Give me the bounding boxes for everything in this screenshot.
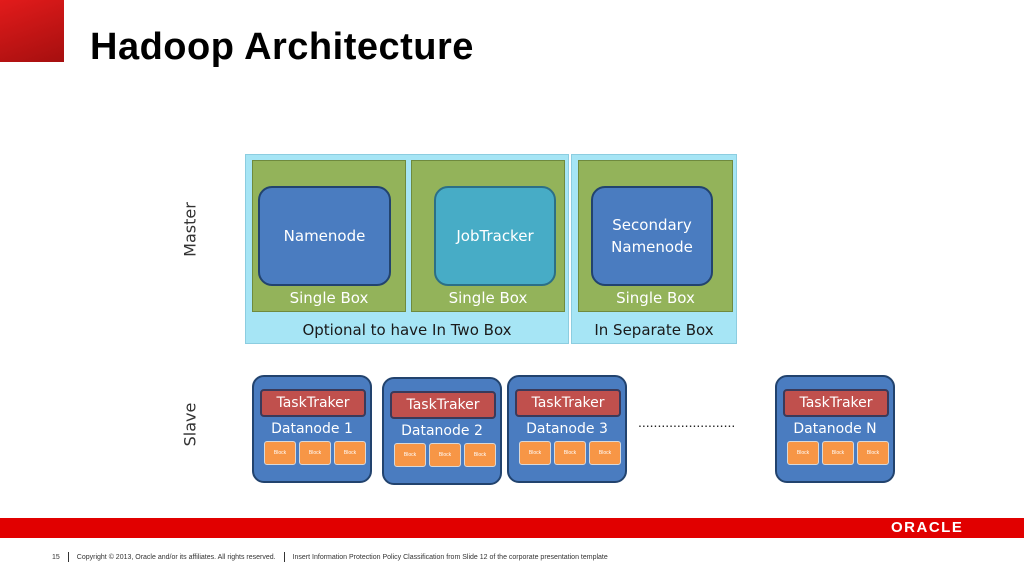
datanode-1: TaskTraker Datanode 1 Block Block Block — [252, 375, 372, 483]
block: Block — [464, 443, 496, 467]
classification-text: Insert Information Protection Policy Cla… — [292, 553, 608, 561]
jobtracker-node: JobTracker — [434, 186, 556, 286]
page-number: 15 — [52, 553, 60, 561]
tasktracker-label: TaskTraker — [783, 389, 889, 417]
corner-accent — [0, 0, 64, 62]
datanode-2: TaskTraker Datanode 2 Block Block Block — [382, 377, 502, 485]
slide-title: Hadoop Architecture — [90, 26, 474, 68]
block: Block — [334, 441, 366, 465]
separate-box-group-caption: In Separate Box — [594, 321, 714, 339]
block: Block — [787, 441, 819, 465]
single-box-caption: Single Box — [289, 289, 369, 307]
datanode-n: TaskTraker Datanode N Block Block Block — [775, 375, 895, 483]
footer-separator — [67, 552, 69, 562]
copyright-text: Copyright © 2013, Oracle and/or its affi… — [76, 553, 276, 561]
ellipsis: ......................... — [638, 414, 736, 430]
block-list: Block Block Block — [787, 441, 889, 465]
datanode-label: Datanode 2 — [401, 423, 483, 439]
block: Block — [822, 441, 854, 465]
jobtracker-label: JobTracker — [456, 227, 534, 245]
single-box-caption: Single Box — [616, 289, 695, 307]
block: Block — [429, 443, 461, 467]
block-list: Block Block Block — [394, 443, 496, 467]
datanode-3: TaskTraker Datanode 3 Block Block Block — [507, 375, 627, 483]
block: Block — [589, 441, 621, 465]
block-list: Block Block Block — [264, 441, 366, 465]
block: Block — [554, 441, 586, 465]
block: Block — [299, 441, 331, 465]
slave-label: Slave — [180, 402, 200, 447]
footer-bar — [0, 518, 1024, 538]
single-box-caption: Single Box — [448, 289, 528, 307]
tasktracker-label: TaskTraker — [390, 391, 496, 419]
block-list: Block Block Block — [519, 441, 621, 465]
block: Block — [857, 441, 889, 465]
footer-separator — [283, 552, 285, 562]
tasktracker-label: TaskTraker — [260, 389, 366, 417]
namenode-node: Namenode — [258, 186, 391, 286]
master-label: Master — [180, 202, 200, 257]
datanode-label: Datanode 1 — [271, 421, 353, 437]
namenode-label: Namenode — [283, 227, 366, 245]
block: Block — [519, 441, 551, 465]
block: Block — [394, 443, 426, 467]
block: Block — [264, 441, 296, 465]
tasktracker-label: TaskTraker — [515, 389, 621, 417]
oracle-logo: ORACLE — [891, 519, 964, 536]
datanode-label: Datanode N — [793, 421, 877, 437]
two-box-group-caption: Optional to have In Two Box — [302, 321, 512, 339]
secondary-namenode-node: Secondary Namenode — [591, 186, 713, 286]
slide-footer: 15 Copyright © 2013, Oracle and/or its a… — [52, 552, 608, 562]
datanode-label: Datanode 3 — [526, 421, 608, 437]
secondary-namenode-label: Secondary Namenode — [611, 216, 693, 256]
